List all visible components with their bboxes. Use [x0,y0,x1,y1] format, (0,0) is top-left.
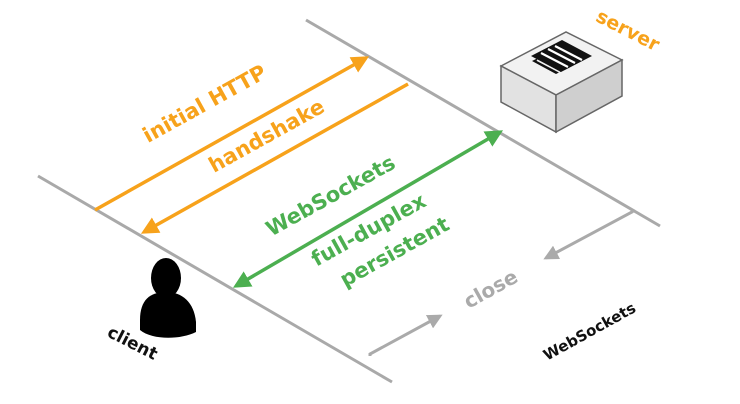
close-server-arrow [543,210,634,260]
close-label: close [459,264,521,313]
close-client-arrow [368,314,443,356]
server-label: server [592,5,663,56]
server-box-icon [499,31,624,134]
server-timeline [305,18,661,228]
user-silhouette-icon [140,258,196,338]
websocket-duplex-arrow [232,130,504,288]
handshake-request-arrow [94,56,370,212]
client-timeline [37,174,393,384]
websockets-caption: WebSockets [540,299,639,365]
